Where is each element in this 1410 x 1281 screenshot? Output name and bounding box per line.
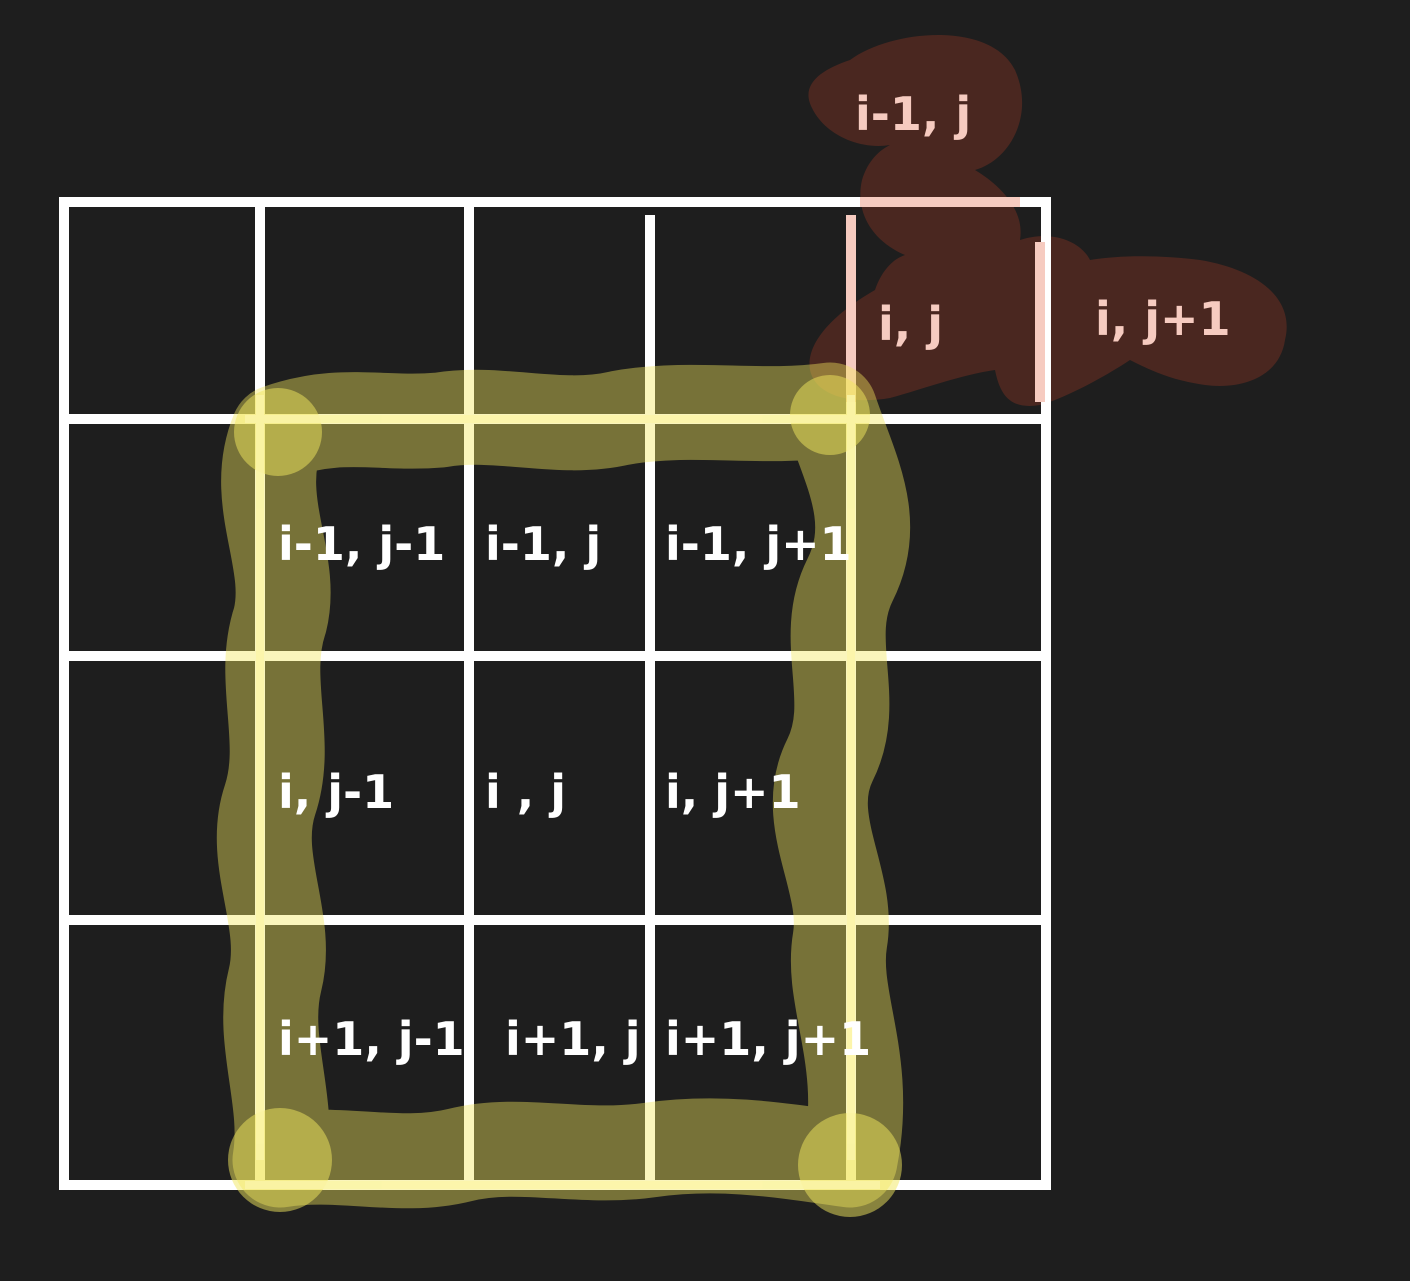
neighbor-highlight	[808, 35, 1287, 406]
cell-label-r1c1: i-1, j-1	[278, 517, 445, 571]
cell-label-r3c2: i+1, j	[505, 1012, 641, 1066]
cell-label-r2c3: i, j+1	[665, 765, 801, 819]
neighbor-tinted-lines	[846, 197, 1045, 402]
window-corner-bl	[228, 1108, 332, 1212]
cell-label-r3c1: i+1, j-1	[278, 1012, 465, 1066]
grid-cell-labels: i-1, j-1 i-1, j i-1, j+1 i, j-1 i , j i,…	[278, 517, 871, 1066]
window-corner-tl	[234, 388, 322, 476]
cell-label-r2c1: i, j-1	[278, 765, 394, 819]
neighbor-label-center: i, j	[878, 297, 943, 351]
window-tinted-lines	[245, 395, 880, 1189]
cell-label-r2c2: i , j	[485, 765, 566, 819]
cell-label-r1c3: i-1, j+1	[665, 517, 852, 571]
neighbor-highlight-blob-top	[808, 35, 1287, 406]
neighbor-labels: i-1, j i, j i, j+1	[855, 87, 1231, 351]
cell-label-r3c3: i+1, j+1	[665, 1012, 871, 1066]
window-corner-br	[798, 1113, 902, 1217]
cell-label-r1c2: i-1, j	[485, 517, 601, 571]
neighbor-label-top: i-1, j	[855, 87, 971, 141]
neighbor-label-right: i, j+1	[1095, 292, 1231, 346]
